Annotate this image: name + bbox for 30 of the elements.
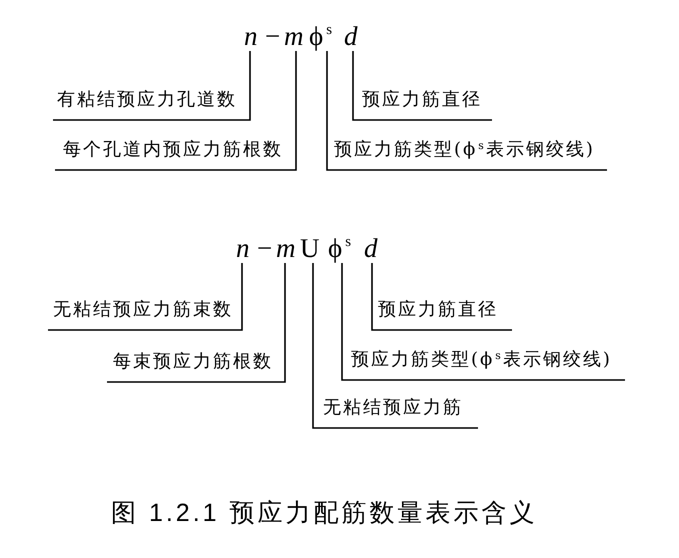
formula-symbol: m: [284, 21, 304, 51]
annotation-label: 无粘结预应力筋束数: [48, 295, 242, 330]
leader-line: [53, 51, 251, 121]
leader-line: [326, 51, 607, 171]
formula-symbol: ϕ$^{s}$: [328, 233, 351, 263]
leader-line: [312, 263, 478, 429]
leader-line: [107, 263, 286, 383]
annotation-label: 每个孔道内预应力筋根数: [55, 135, 296, 170]
annotation-label: 预应力筋直径: [372, 295, 512, 330]
minus-sign: −: [265, 21, 280, 51]
formula-symbol: m: [276, 233, 296, 263]
formula-symbol: d: [364, 233, 378, 263]
formula-symbol: n: [244, 21, 258, 51]
leader-line: [55, 51, 297, 171]
annotation-label: 每束预应力筋根数: [107, 347, 285, 382]
annotation-label: 有粘结预应力孔道数: [53, 85, 250, 120]
annotation-label: 预应力筋类型(ϕ$^{s}$表示钢绞线): [327, 135, 607, 170]
formula-symbol: d: [344, 21, 358, 51]
annotation-label: 无粘结预应力筋: [313, 393, 478, 428]
annotation-label: 预应力筋类型(ϕ$^{s}$表示钢绞线): [342, 345, 625, 380]
minus-sign: −: [257, 233, 272, 263]
formula-symbol: ϕ$^{s}$: [309, 21, 332, 51]
figure-caption: 图 1.2.1 预应力配筋数量表示含义: [111, 498, 538, 529]
leader-line: [341, 263, 625, 381]
formula-symbol: U: [300, 233, 320, 263]
annotation-label: 预应力筋直径: [353, 85, 492, 120]
leader-line: [48, 263, 243, 331]
leader-line: [371, 263, 512, 331]
formula-symbol: n: [236, 233, 250, 263]
leader-line: [352, 51, 492, 121]
